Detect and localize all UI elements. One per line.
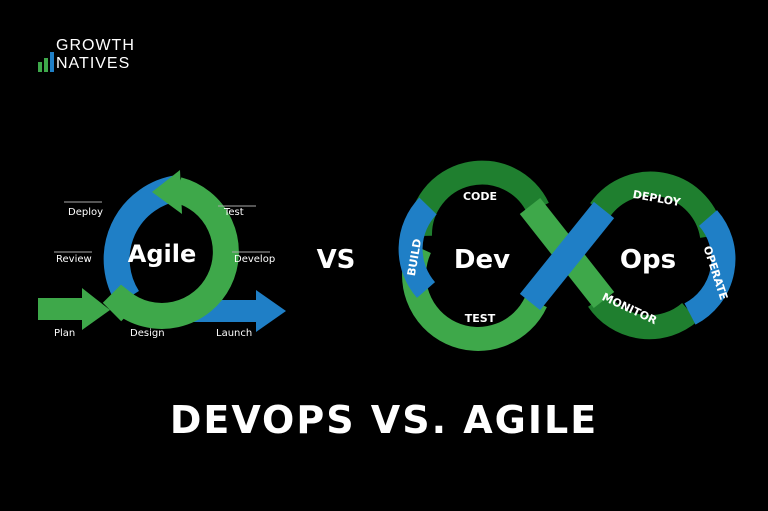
agile-green-arrowhead xyxy=(152,170,182,214)
agile-label-deploy: Deploy xyxy=(68,207,103,218)
agile-label-design: Design xyxy=(130,328,165,339)
devops-left-side xyxy=(398,197,437,298)
agile-center-label: Agile xyxy=(128,240,196,268)
devops-center-dev: Dev xyxy=(454,245,510,275)
growth-natives-logo: GROWTH NATIVES xyxy=(38,38,168,78)
devops-right-bottom xyxy=(588,292,698,340)
agile-label-review: Review xyxy=(56,254,92,265)
agile-label-launch: Launch xyxy=(216,328,252,339)
logo-line-2: NATIVES xyxy=(56,55,131,72)
devops-center-ops: Ops xyxy=(620,245,676,275)
devops-right-side xyxy=(684,210,736,325)
page-title: DEVOPS VS. AGILE xyxy=(169,398,599,442)
plan-arrow xyxy=(38,288,110,330)
agile-green-arc xyxy=(102,177,239,329)
logo-line-1: GROWTH xyxy=(56,37,135,54)
logo-bars-icon xyxy=(38,52,54,72)
devops-label-build: BUILD xyxy=(405,238,424,277)
agile-label-test: Test xyxy=(223,207,244,218)
agile-label-plan: Plan xyxy=(54,328,75,339)
devops-right-top xyxy=(590,171,724,239)
devops-label-code: CODE xyxy=(463,190,497,203)
devops-label-test: TEST xyxy=(465,312,496,325)
devops-left-top xyxy=(407,160,549,237)
agile-label-develop: Develop xyxy=(234,254,275,265)
vs-label: VS xyxy=(317,245,356,275)
devops-cross-blue xyxy=(519,201,615,311)
